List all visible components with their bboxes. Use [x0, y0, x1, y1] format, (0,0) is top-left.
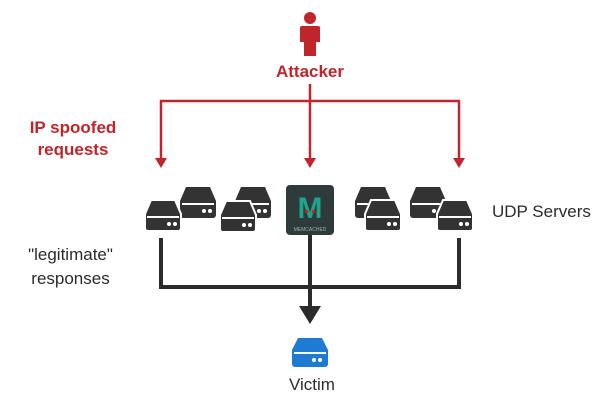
memcached-letter: M: [298, 192, 323, 225]
legitimate-responses-label: "legitimate" responses: [8, 243, 133, 291]
response-arrowhead: [299, 306, 321, 324]
spoofed-label-line-2: requests: [37, 140, 109, 159]
person-icon: [300, 12, 320, 56]
victim-server-icon: [292, 338, 328, 367]
server-icon: [364, 199, 402, 232]
request-arrowheads: [155, 158, 465, 168]
server-icon: [436, 199, 474, 232]
memcached-logo-icon: M MEMCACHED: [286, 185, 334, 235]
udp-servers-label: UDP Servers: [492, 202, 591, 221]
server-icon: [219, 200, 257, 233]
legit-label-line-1: "legitimate": [28, 245, 113, 264]
memcached-name: MEMCACHED: [294, 227, 327, 233]
spoofed-label-line-1: IP spoofed: [29, 118, 117, 137]
victim-label: Victim: [289, 375, 335, 394]
server-icon: [180, 187, 216, 218]
spoofed-request-arrows: [159, 84, 461, 160]
server-icon: [144, 199, 182, 232]
spoofed-requests-label: IP spoofed requests: [18, 117, 128, 161]
response-arrows: [159, 228, 461, 312]
attacker-label: Attacker: [275, 62, 345, 81]
legit-label-line-2: responses: [31, 269, 110, 288]
